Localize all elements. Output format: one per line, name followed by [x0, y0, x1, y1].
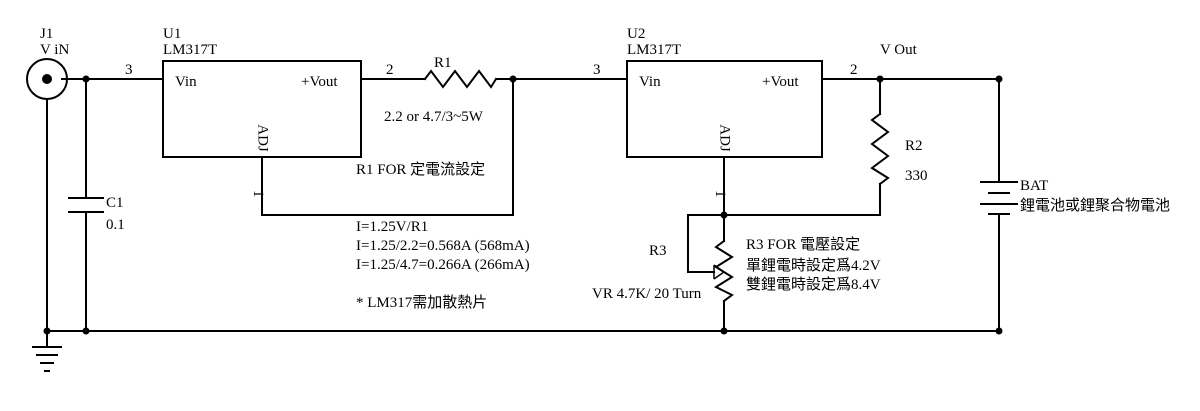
bat-desc: 鋰電池或鋰聚合物電池	[1020, 197, 1170, 214]
wiper-arrow-icon	[713, 264, 726, 280]
r1-ref: R1	[434, 55, 452, 71]
formula-block: I=1.25V/R1 I=1.25/2.2=0.568A (568mA) I=1…	[356, 219, 530, 311]
c1-value: 0.1	[106, 217, 125, 233]
bat-ref: BAT	[1020, 178, 1048, 194]
u1-pin-num-out: 2	[386, 62, 394, 78]
junction-dots	[43, 75, 1003, 335]
u2-pin-vin: Vin	[639, 74, 661, 90]
r3-note-line2: 單鋰電時設定爲4.2V	[746, 257, 881, 274]
u2-ref: U2	[627, 26, 645, 42]
u1-pin-vout: +Vout	[301, 74, 338, 90]
j1-outer-circle	[26, 58, 68, 100]
u1-regulator: U1 LM317T Vin +Vout ADJ 3 2 1	[125, 26, 394, 198]
junction-dot	[82, 75, 90, 83]
c1-capacitor: C1 0.1	[68, 195, 125, 233]
junction-dot	[995, 327, 1003, 335]
u2-pin-adj: ADJ	[717, 124, 733, 152]
junction-dot	[43, 327, 51, 335]
u1-body	[162, 60, 362, 158]
r3-note: R3 FOR 電壓設定	[746, 236, 860, 253]
u2-pin-num-out: 2	[850, 62, 858, 78]
ground-icon	[32, 346, 62, 372]
r1-resistor: R1 2.2 or 4.7/3~5W R1 FOR 定電流設定	[356, 55, 498, 178]
r3-trimmer: R3 VR 4.7K/ 20 Turn R3 FOR 電壓設定 單鋰電時設定爲4…	[592, 236, 881, 303]
r1-value: 2.2 or 4.7/3~5W	[384, 109, 484, 125]
formula-line-2: I=1.25/2.2=0.568A (568mA)	[356, 238, 530, 254]
u2-part: LM317T	[627, 42, 681, 58]
junction-dot	[82, 327, 90, 335]
junction-dot	[995, 75, 1003, 83]
j1-ref: J1	[40, 26, 53, 42]
junction-dot	[509, 75, 517, 83]
j1-center-pin	[42, 74, 52, 84]
u1-pin-vin: Vin	[175, 74, 197, 90]
r3-note-line3: 雙鋰電時設定爲8.4V	[746, 276, 881, 293]
u2-pin-num-in: 3	[593, 62, 601, 78]
battery: BAT 鋰電池或鋰聚合物電池	[980, 178, 1170, 215]
r3-value: VR 4.7K/ 20 Turn	[592, 286, 702, 302]
formula-line-1: I=1.25V/R1	[356, 219, 428, 235]
u1-pin-adj: ADJ	[255, 124, 271, 152]
u2-pin-vout: +Vout	[762, 74, 799, 90]
u2-pin-num-adj: 1	[712, 190, 728, 198]
junction-dot	[720, 211, 728, 219]
c1-ref: C1	[106, 195, 124, 211]
junction-dot	[720, 327, 728, 335]
j1-name: V iN	[40, 42, 69, 58]
u1-pin-num-adj: 1	[250, 190, 266, 198]
r3-ref: R3	[649, 243, 667, 259]
formula-line-3: I=1.25/4.7=0.266A (266mA)	[356, 257, 530, 273]
r2-value: 330	[905, 168, 928, 184]
u2-regulator: U2 LM317T Vin +Vout ADJ 3 2 1	[593, 26, 858, 198]
j1-connector: J1 V iN	[26, 26, 69, 100]
r2-resistor: R2 330	[870, 112, 928, 186]
heatsink-note: * LM317需加散熱片	[356, 294, 487, 311]
r2-ref: R2	[905, 138, 923, 154]
wires	[46, 78, 1000, 347]
vout-label: V Out	[880, 42, 918, 58]
r1-note: R1 FOR 定電流設定	[356, 161, 485, 178]
u1-part: LM317T	[163, 42, 217, 58]
u1-pin-num-in: 3	[125, 62, 133, 78]
u2-body	[626, 60, 823, 158]
u1-ref: U1	[163, 26, 181, 42]
junction-dot	[876, 75, 884, 83]
